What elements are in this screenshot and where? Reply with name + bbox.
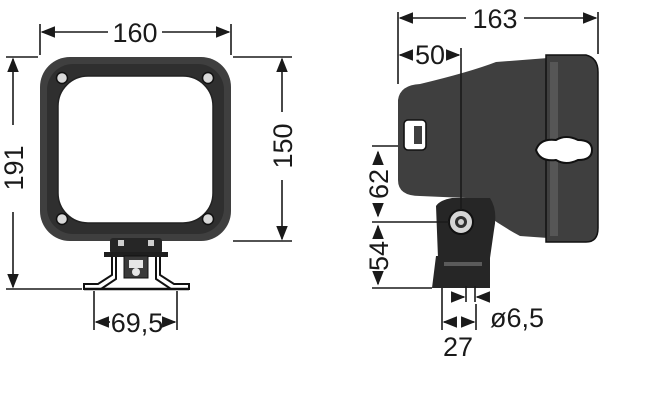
dim-foot-width: 27 <box>441 288 477 362</box>
side-foot <box>432 256 490 288</box>
bolt-diameter-label: ø6,5 <box>490 303 544 333</box>
dim-overall-height: 191 <box>0 56 82 290</box>
dim-side-depth: 163 <box>397 4 599 84</box>
pivot-height-label: 62 <box>364 169 394 199</box>
side-view: 163 50 62 54 ø <box>364 4 599 362</box>
overall-height-label: 191 <box>0 145 29 190</box>
side-slot <box>534 136 594 164</box>
corner-screws <box>55 71 215 226</box>
dim-pivot-offset: 50 <box>398 40 462 210</box>
bracket-width-label: 69,5 <box>111 308 164 338</box>
pivot-bolt <box>448 209 474 235</box>
front-width-label: 160 <box>112 18 157 48</box>
dim-bolt-diameter: ø6,5 <box>451 286 544 333</box>
front-view: 160 191 150 69,5 <box>0 18 298 338</box>
front-height-label: 150 <box>268 123 298 168</box>
front-mount-block <box>110 238 162 254</box>
pivot-offset-label: 50 <box>415 40 445 70</box>
front-lens <box>57 75 214 224</box>
side-depth-label: 163 <box>472 4 517 34</box>
front-bracket <box>83 252 190 291</box>
base-height-label: 54 <box>364 241 394 271</box>
foot-width-label: 27 <box>443 332 473 362</box>
dim-base-height: 54 <box>364 224 432 289</box>
dim-pivot-height: 62 <box>364 145 449 223</box>
dim-front-width: 160 <box>39 18 232 55</box>
dim-front-height: 150 <box>233 56 298 242</box>
dim-bracket-width: 69,5 <box>93 291 178 338</box>
side-housing <box>398 58 548 238</box>
